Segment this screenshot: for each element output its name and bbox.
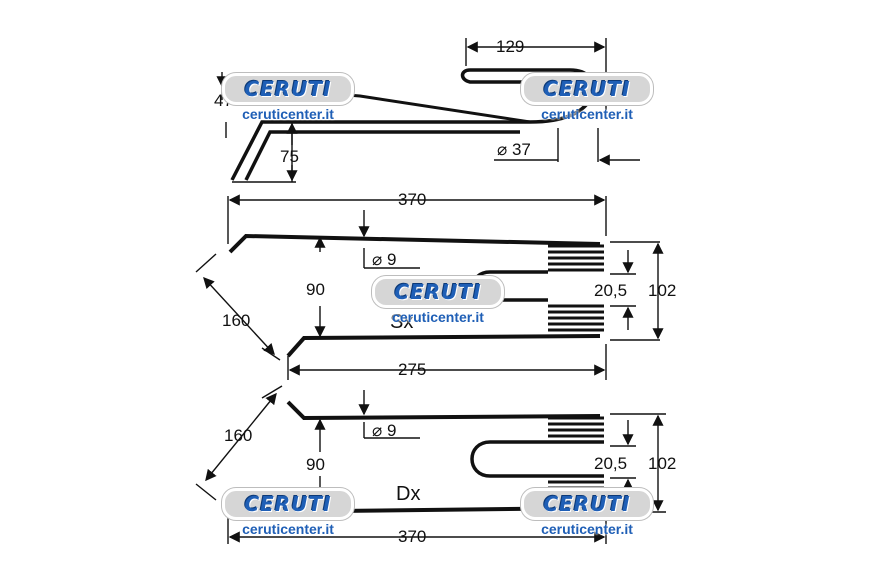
watermark-badge: CERUTI (222, 488, 354, 520)
sx-coil-upper (548, 244, 604, 272)
watermark-top-right: CERUTI ceruticenter.it (521, 73, 653, 122)
watermark-bottom-right: CERUTI ceruticenter.it (521, 488, 653, 537)
watermark-bottom-left: CERUTI ceruticenter.it (222, 488, 354, 537)
sx-height-label: 90 (306, 280, 325, 299)
sx-total-label: 102 (648, 281, 676, 300)
sx-coil-lower (548, 304, 604, 332)
dx-upper-arm (286, 400, 601, 421)
top-tine-inner (244, 130, 520, 181)
dx-total-label: 102 (648, 454, 676, 473)
sx-upper-arm (228, 233, 601, 254)
watermark-logo: CERUTI (394, 280, 482, 304)
top-width-label: 129 (496, 37, 524, 56)
watermark-badge: CERUTI (372, 276, 504, 308)
watermark-badge: CERUTI (521, 488, 653, 520)
sx-side-label: Sx (390, 311, 413, 333)
top-coil-loop (460, 68, 545, 84)
watermark-badge: CERUTI (521, 73, 653, 105)
watermark-url: ceruticenter.it (242, 521, 334, 537)
watermark-url: ceruticenter.it (242, 106, 334, 122)
sx-angle-leg-label: 160 (222, 311, 250, 330)
sx-inner-length-label: 275 (398, 360, 426, 379)
watermark-badge: CERUTI (222, 73, 354, 105)
dx-coil-label: 20,5 (594, 454, 627, 473)
sx-view (195, 194, 664, 380)
dx-wire-label: ⌀ 9 (372, 421, 396, 440)
sx-wire-label: ⌀ 9 (372, 250, 396, 269)
watermark-url: ceruticenter.it (541, 106, 633, 122)
watermark-logo: CERUTI (244, 492, 332, 516)
sx-coil-label: 20,5 (594, 281, 627, 300)
sx-length-label: 370 (398, 190, 426, 209)
dx-coil-upper (548, 416, 604, 444)
dx-length-label: 370 (398, 527, 426, 546)
watermark-logo: CERUTI (543, 77, 631, 101)
dx-center-loop (470, 440, 604, 478)
watermark-url: ceruticenter.it (541, 521, 633, 537)
dx-side-label: Dx (396, 483, 420, 505)
watermark-logo: CERUTI (244, 77, 332, 101)
dx-height-label: 90 (306, 455, 325, 474)
watermark-top-left: CERUTI ceruticenter.it (222, 73, 354, 122)
dx-angle-leg-label: 160 (224, 426, 252, 445)
watermark-center: CERUTI ceruticenter.it (372, 276, 504, 325)
top-leg-label: 75 (280, 147, 299, 166)
top-diameter-label: ⌀ 37 (497, 140, 531, 159)
watermark-logo: CERUTI (543, 492, 631, 516)
sx-lower-arm (286, 334, 601, 358)
watermark-url: ceruticenter.it (392, 309, 484, 325)
